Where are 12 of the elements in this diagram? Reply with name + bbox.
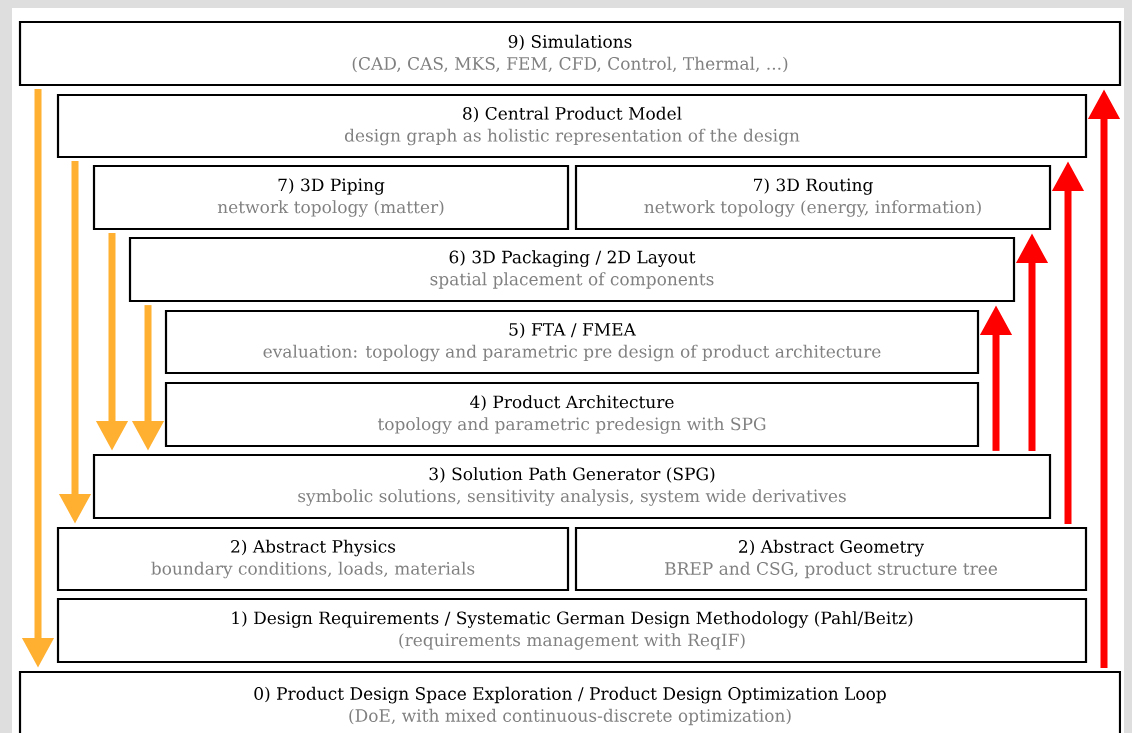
layer-box: 2) Abstract Geometry BREP and CSG, product structure tree [574, 526, 1088, 592]
layer-box: 7) 3D Routing network topology (energy, information) [574, 164, 1052, 231]
layer-box: 4) Product Architecture topology and parametric predesign with SPG [164, 381, 980, 448]
layer-box: 5) FTA / FMEA evaluation: topology and parametric pre design of product architecture [164, 309, 980, 375]
layer-box: 0) Product Design Space Exploration / Product Design Optimization Loop (DoE, with mixed continuous-discrete optimization) [18, 670, 1122, 733]
layer-box: 2) Abstract Physics boundary conditions, loads, materials [56, 526, 570, 592]
layer-box: 3) Solution Path Generator (SPG) symbolic solutions, sensitivity analysis, system wide derivatives [92, 453, 1052, 520]
layer-box: 6) 3D Packaging / 2D Layout spatial placement of components [128, 236, 1016, 303]
layer-box: 8) Central Product Model design graph as holistic representation of the design [56, 93, 1088, 159]
layer-box: 7) 3D Piping network topology (matter) [92, 164, 570, 231]
layer-box: 1) Design Requirements / Systematic German Design Methodology (Pahl/Beitz) (requirements management with ReqIF) [56, 597, 1088, 664]
layer-box: 9) Simulations (CAD, CAS, MKS, FEM, CFD, Control, Thermal, ...) [18, 20, 1122, 87]
